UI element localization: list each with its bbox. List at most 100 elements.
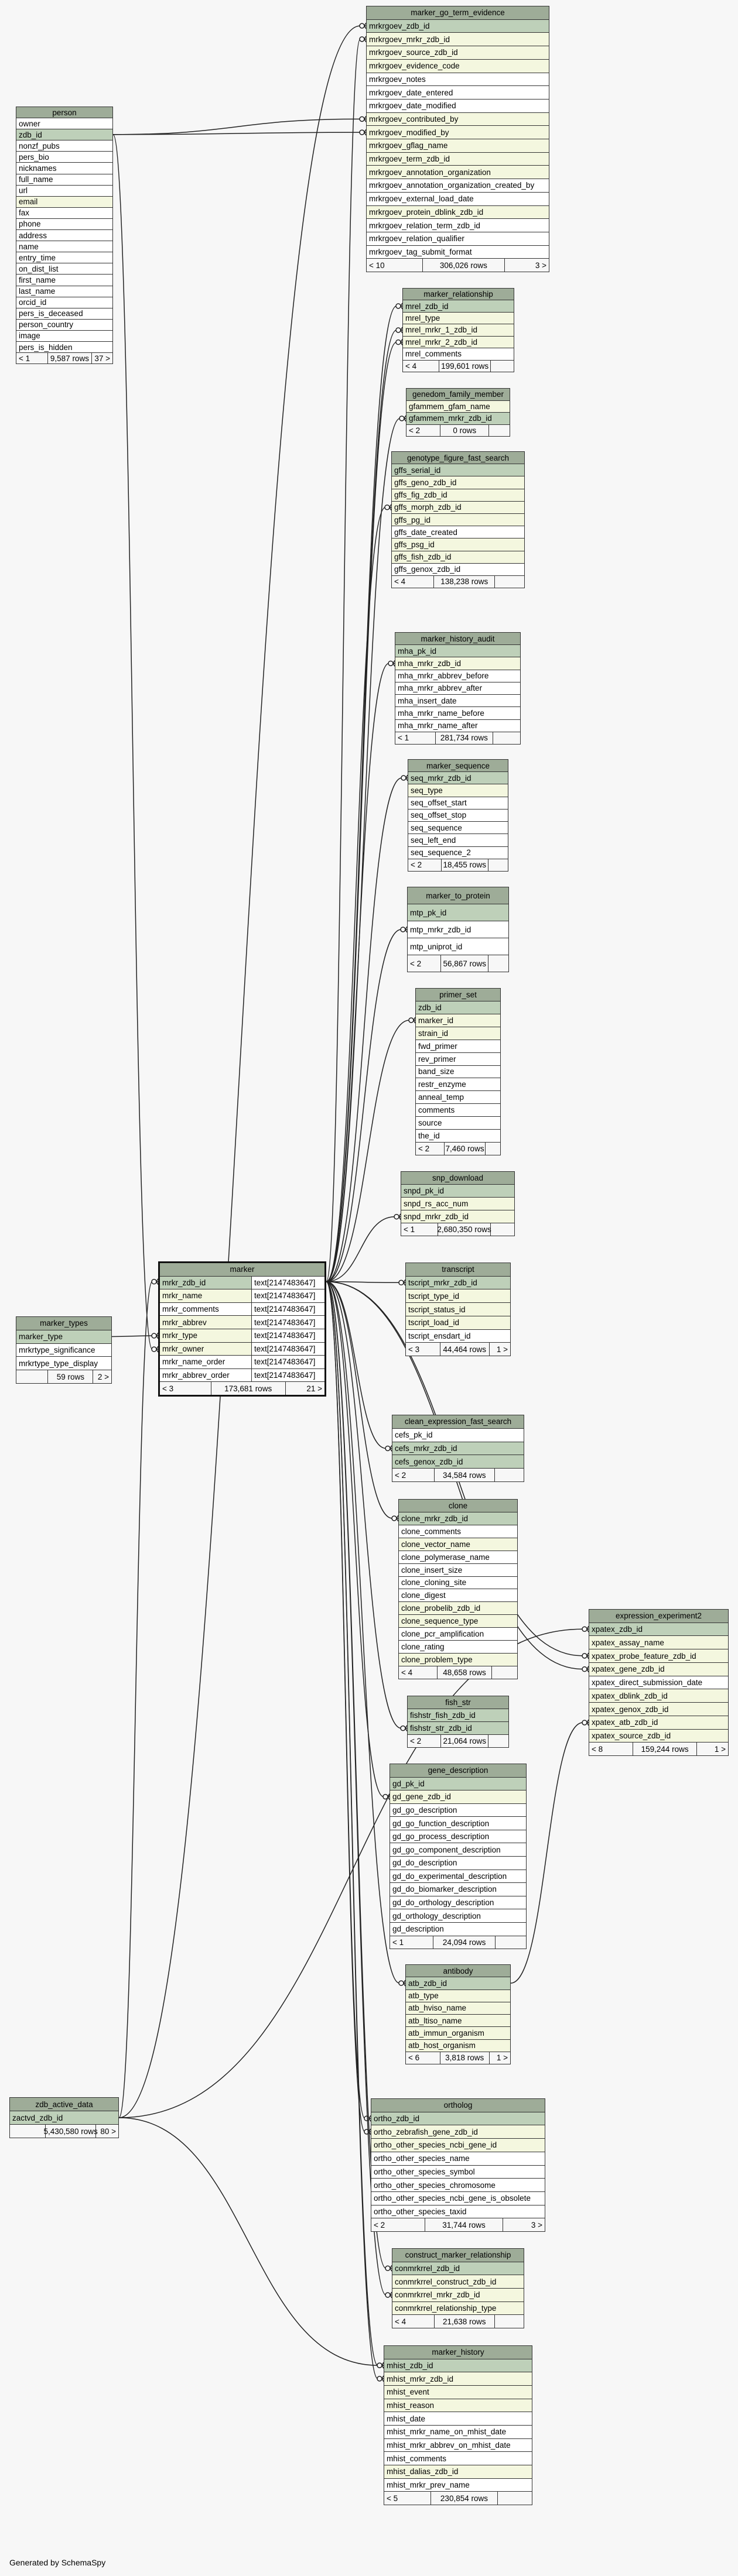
column-row[interactable]: cefs_mrkr_zdb_id [392,1442,524,1456]
column-row[interactable]: mhist_comments [384,2452,532,2466]
table-title[interactable]: person [16,107,112,119]
column-row[interactable]: mrkrgoev_term_zdb_id [367,152,549,166]
column-row[interactable]: fwd_primer [416,1040,500,1053]
column-row[interactable]: ortho_other_species_chromosome [371,2179,545,2192]
column-row[interactable]: url [16,186,112,197]
column-row[interactable]: gd_do_experimental_description [390,1870,526,1884]
table-title[interactable]: gene_description [390,1764,526,1778]
table-title[interactable]: fish_str [408,1696,508,1709]
column-row[interactable]: clone_sequence_type [399,1615,517,1628]
parents-link[interactable]: < 5 [384,2492,431,2505]
column-row[interactable]: clone_mrkr_zdb_id [399,1512,517,1525]
column-row[interactable]: mrel_mrkr_2_zdb_id [403,336,514,349]
children-link[interactable]: 1 > [496,1344,508,1354]
column-row[interactable]: clone_problem_type [399,1654,517,1666]
column-row[interactable]: mrel_zdb_id [403,300,514,313]
table-title[interactable]: transcript [406,1263,510,1277]
column-row[interactable]: mtp_uniprot_id [408,938,508,955]
column-row[interactable]: atb_host_organism [406,2039,510,2052]
column-row[interactable]: clone_cloning_site [399,1577,517,1590]
parents-link[interactable]: < 2 [416,1143,445,1155]
parents-link[interactable]: < 2 [371,2218,425,2232]
column-row[interactable]: marker_id [416,1014,500,1027]
children-link[interactable] [489,425,510,437]
column-row[interactable]: clone_insert_size [399,1564,517,1577]
column-row[interactable]: mrel_mrkr_1_zdb_id [403,324,514,337]
column-row[interactable]: fax [16,208,112,219]
table-title[interactable]: marker_types [16,1317,111,1330]
children-link[interactable] [495,576,524,588]
column-row[interactable]: mrkrgoev_annotation_organization [367,166,549,180]
column-row[interactable]: mhist_mrkr_prev_name [384,2479,532,2492]
column-row[interactable]: xpatex_genox_zdb_id [589,1703,728,1716]
children-link[interactable]: 37 > [94,354,110,363]
column-row[interactable]: seq_type [408,784,508,797]
column-row[interactable]: mrkrgoev_relation_qualifier [367,232,549,246]
column-row[interactable]: mrkrtype_significance [16,1344,111,1357]
column-row[interactable]: zdb_id [416,1001,500,1014]
column-row[interactable]: gd_go_function_description [390,1817,526,1830]
column-row[interactable]: mha_pk_id [395,645,520,658]
column-row[interactable]: snpd_mrkr_zdb_id [401,1210,514,1223]
column-row[interactable]: gd_do_biomarker_description [390,1883,526,1896]
column-row[interactable]: seq_mrkr_zdb_id [408,772,508,785]
children-link[interactable] [488,955,508,972]
column-row[interactable]: anneal_temp [416,1091,500,1105]
table-title[interactable]: snp_download [401,1172,514,1185]
column-row[interactable]: fishstr_str_zdb_id [408,1722,508,1735]
column-row[interactable]: orcid_id [16,297,112,308]
column-row[interactable]: name [16,241,112,253]
children-link[interactable] [496,1936,526,1949]
column-row[interactable]: mha_insert_date [395,695,520,708]
column-row[interactable]: owner [16,118,112,130]
column-row[interactable]: xpatex_direct_submission_date [589,1676,728,1690]
column-row[interactable]: mhist_mrkr_name_on_mhist_date [384,2426,532,2439]
table-title[interactable]: marker [160,1263,324,1277]
table-title[interactable]: ortholog [371,2099,545,2112]
column-row[interactable]: mrkrgoev_gflag_name [367,139,549,153]
column-row[interactable]: mrkrgoev_modified_by [367,126,549,140]
column-row[interactable]: xpatex_source_zdb_id [589,1729,728,1743]
column-row[interactable]: restr_enzyme [416,1078,500,1092]
column-row[interactable]: rev_primer [416,1053,500,1066]
column-row[interactable]: conmrkrrel_relationship_type [392,2301,524,2316]
column-row[interactable]: tscript_ensdart_id [406,1330,510,1343]
column-row[interactable]: email [16,196,112,208]
column-row[interactable]: full_name [16,174,112,186]
children-link[interactable]: 3 > [535,260,546,270]
column-row[interactable]: comments [416,1104,500,1117]
children-link[interactable] [488,1735,508,1747]
column-row[interactable]: last_name [16,286,112,297]
column-row[interactable]: conmrkrrel_construct_zdb_id [392,2275,524,2289]
parents-link[interactable]: < 4 [403,360,439,372]
column-row[interactable]: clone_probelib_zdb_id [399,1602,517,1615]
column-row[interactable]: nicknames [16,163,112,174]
parents-link[interactable]: < 4 [392,575,435,588]
column-row[interactable]: gffs_fig_zdb_id [392,489,524,502]
children-link[interactable]: 21 > [306,1384,322,1393]
column-row[interactable]: mtp_mrkr_zdb_id [408,921,508,938]
column-row[interactable]: atb_type [406,1990,510,2002]
column-row[interactable]: mhist_date [384,2412,532,2426]
column-row[interactable]: atb_zdb_id [406,1977,510,1990]
column-row[interactable]: gffs_fish_zdb_id [392,551,524,564]
column-row[interactable]: mrkrgoev_protein_dblink_zdb_id [367,205,549,219]
column-row[interactable]: xpatex_probe_feature_zdb_id [589,1649,728,1663]
column-row[interactable]: cefs_genox_zdb_id [392,1455,524,1469]
column-row[interactable]: snpd_pk_id [401,1185,514,1198]
column-row[interactable]: clone_pcr_amplification [399,1628,517,1641]
table-title[interactable]: marker_history [384,2346,532,2359]
column-row[interactable]: mhist_mrkr_zdb_id [384,2372,532,2386]
